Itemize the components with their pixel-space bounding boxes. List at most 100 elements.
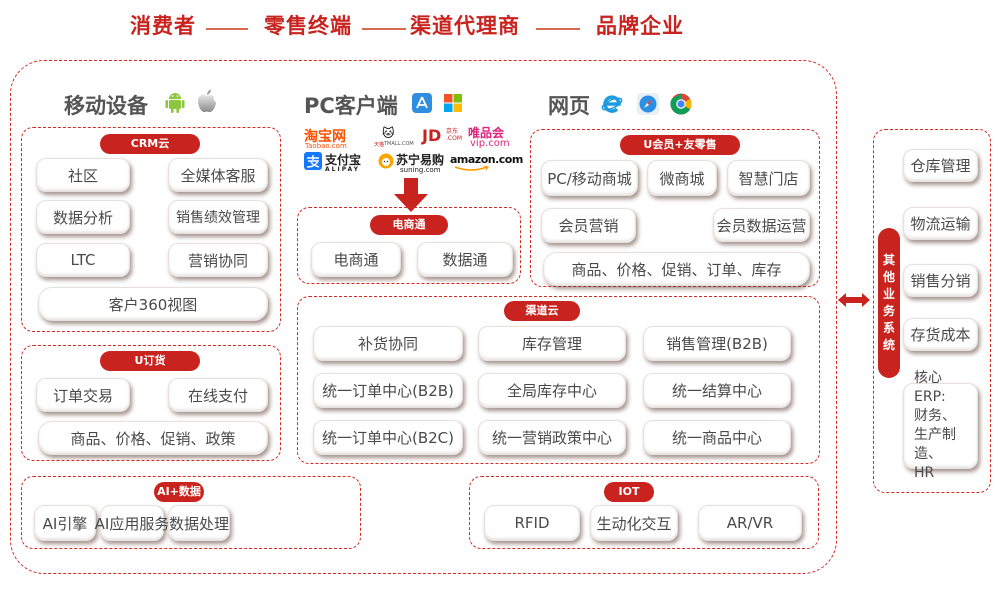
unified-order-center-b2c[interactable]: 统一订单中心(B2C) xyxy=(313,420,463,455)
vivid-interaction[interactable]: 生动化交互 xyxy=(590,505,678,541)
rfid[interactable]: RFID xyxy=(484,505,580,541)
crm-omni-media-service[interactable]: 全媒体客服 xyxy=(168,158,268,192)
ie-icon xyxy=(601,95,623,113)
app-store-icon xyxy=(412,93,432,113)
u-order-panel xyxy=(21,345,281,461)
member-data-operation[interactable]: 会员数据运营 xyxy=(713,208,810,242)
tmall-logo: 天猫 xyxy=(374,142,385,148)
smart-store[interactable]: 智慧门店 xyxy=(727,160,810,196)
core-erp-line: HR xyxy=(914,465,935,481)
ai-app-services[interactable]: AI应用服务 xyxy=(95,505,169,541)
other-systems-label-char: 他 xyxy=(882,270,895,284)
ecom-link-item[interactable]: 电商通 xyxy=(311,242,401,277)
apple-icon xyxy=(198,89,216,113)
channel-cloud-panel xyxy=(297,296,820,464)
crm-community[interactable]: 社区 xyxy=(36,158,130,192)
jd-logo-sub: 京东 .COM xyxy=(446,128,462,142)
ai-data-panel xyxy=(21,476,361,549)
pc-mobile-mall[interactable]: PC/移动商城 xyxy=(541,160,638,196)
u-member-retail-panel xyxy=(530,129,820,287)
windows-icon xyxy=(444,94,462,112)
other-systems-label: 其 他 业 务 系 统 xyxy=(878,228,900,378)
safari-icon xyxy=(637,93,659,115)
vip-logo-sub: vip.com xyxy=(470,138,510,149)
ecommerce-logos: 淘宝网 Taobao.com 🐱 天猫 TMALL.COM JD 京东 .COM… xyxy=(304,126,523,178)
iot-label: IOT xyxy=(604,482,654,502)
other-systems-panel xyxy=(873,129,991,493)
chain-retail-terminal: 零售终端 xyxy=(264,14,352,38)
crm-marketing-collab[interactable]: 营销协同 xyxy=(168,243,268,277)
u-order-label: U订货 xyxy=(100,351,200,371)
chain-connector xyxy=(362,28,406,30)
unified-settlement-center[interactable]: 统一结算中心 xyxy=(643,373,791,408)
chain-consumer: 消费者 xyxy=(130,14,196,38)
global-inventory-center[interactable]: 全局库存中心 xyxy=(478,373,626,408)
suning-icon xyxy=(378,153,394,169)
ecom-link-label: 电商通 xyxy=(370,215,448,235)
core-erp-line: 财务、 xyxy=(914,408,956,424)
amazon-logo: amazon.com xyxy=(450,153,523,166)
pc-client-title: PC客户端 xyxy=(304,94,398,118)
chain-channel-agent: 渠道代理商 xyxy=(410,14,520,38)
ecom-link-panel xyxy=(297,207,521,284)
taobao-logo-sub: Taobao.com xyxy=(305,142,347,150)
other-systems-label-char: 系 xyxy=(882,321,895,335)
unified-marketing-policy-center[interactable]: 统一营销政策中心 xyxy=(478,420,626,455)
crm-customer-360[interactable]: 客户360视图 xyxy=(38,287,268,321)
crm-cloud-label: CRM云 xyxy=(100,134,200,154)
sales-management-b2b[interactable]: 销售管理(B2B) xyxy=(643,326,791,361)
value-chain-header: 消费者 零售终端 渠道代理商 品牌企业 xyxy=(0,10,1000,46)
suning-logo: 苏宁易购 xyxy=(396,153,445,167)
replenishment-collab[interactable]: 补货协同 xyxy=(313,326,463,361)
alipay-logo-sub: ALIPAY xyxy=(325,166,360,173)
crm-sales-performance[interactable]: 销售绩效管理 xyxy=(168,200,268,234)
iot-panel xyxy=(469,476,819,549)
member-marketing[interactable]: 会员营销 xyxy=(541,208,636,243)
core-erp-line: 生产制造、 xyxy=(914,427,956,462)
other-systems-label-char: 业 xyxy=(882,287,895,301)
chain-connector xyxy=(536,28,580,30)
wechat-mall[interactable]: 微商城 xyxy=(647,160,717,196)
u-member-retail-label: U会员+友零售 xyxy=(620,135,740,155)
taobao-logo: 淘宝网 xyxy=(304,129,346,145)
other-systems-label-char: 统 xyxy=(882,338,895,352)
crm-ltc[interactable]: LTC xyxy=(36,243,130,277)
crm-data-analysis[interactable]: 数据分析 xyxy=(36,200,130,234)
ai-engine[interactable]: AI引擎 xyxy=(34,505,96,541)
main-platform-container xyxy=(10,60,837,574)
other-systems-label-char: 其 xyxy=(882,253,895,267)
core-erp[interactable]: 核心ERP: 财务、 生产制造、 HR xyxy=(903,370,978,481)
crm-cloud-panel xyxy=(21,127,281,332)
unified-product-center[interactable]: 统一商品中心 xyxy=(643,420,791,455)
suning-logo-sub: suning.com xyxy=(400,166,441,174)
inventory-management[interactable]: 库存管理 xyxy=(478,326,626,361)
jd-logo: JD xyxy=(422,126,442,145)
chain-connector xyxy=(206,28,248,30)
down-arrow-icon xyxy=(394,178,428,212)
bidirectional-arrow-icon xyxy=(838,293,870,307)
alipay-icon xyxy=(304,152,322,170)
web-title: 网页 xyxy=(548,94,590,118)
warehouse-management[interactable]: 仓库管理 xyxy=(903,149,978,182)
data-link-item[interactable]: 数据通 xyxy=(417,242,513,277)
goods-price-promo-order-stock[interactable]: 商品、价格、促销、订单、库存 xyxy=(543,252,810,286)
channel-cloud-label: 渠道云 xyxy=(504,301,580,321)
tmall-logo-glyph: 🐱 xyxy=(382,126,395,140)
android-icon xyxy=(165,93,185,113)
u-order-online-payment[interactable]: 在线支付 xyxy=(168,378,268,412)
u-order-goods-policy[interactable]: 商品、价格、促销、政策 xyxy=(38,421,268,455)
unified-order-center-b2b[interactable]: 统一订单中心(B2B) xyxy=(313,373,463,408)
u-order-transaction[interactable]: 订单交易 xyxy=(36,378,130,412)
vip-logo: 唯品会 xyxy=(468,126,505,140)
logistics-transport[interactable]: 物流运输 xyxy=(903,207,978,240)
sales-distribution[interactable]: 销售分销 xyxy=(903,264,978,297)
ai-data-label: AI+数据 xyxy=(154,482,204,502)
core-erp-line: 核心ERP: xyxy=(914,370,946,405)
mobile-devices-title: 移动设备 xyxy=(64,94,148,118)
data-processing[interactable]: 数据处理 xyxy=(168,505,230,541)
alipay-logo: 支付宝 xyxy=(325,153,362,167)
ar-vr[interactable]: AR/VR xyxy=(698,505,802,541)
chain-brand-enterprise: 品牌企业 xyxy=(596,14,684,38)
inventory-cost[interactable]: 存货成本 xyxy=(903,318,978,351)
chrome-icon xyxy=(670,93,692,115)
